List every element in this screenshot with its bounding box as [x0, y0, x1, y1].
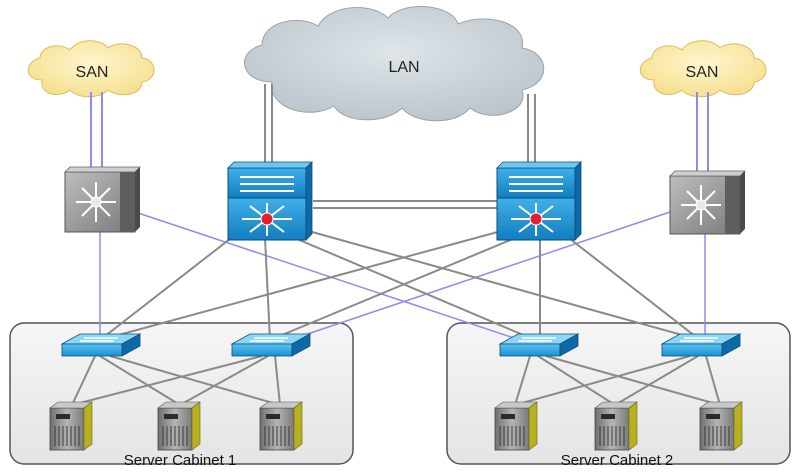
multilayer-switch-icon — [496, 161, 582, 241]
server — [494, 401, 538, 451]
san-cloud-left: SAN — [27, 40, 155, 98]
file-server-icon — [594, 401, 638, 451]
core-access-links — [99, 229, 701, 341]
access-switch-2 — [230, 333, 312, 357]
file-server-icon — [157, 401, 201, 451]
san-switch-left — [64, 166, 141, 233]
file-server-icon — [699, 401, 743, 451]
server — [699, 401, 743, 451]
server — [594, 401, 638, 451]
san-switch-right — [669, 170, 746, 235]
access-switch-4 — [660, 333, 742, 357]
cabinet-2-label: Server Cabinet 2 — [561, 452, 674, 469]
server — [157, 401, 201, 451]
file-server-icon — [49, 401, 93, 451]
san-left-label: SAN — [76, 64, 109, 81]
server — [259, 401, 303, 451]
mds-fabric-switch-icon — [64, 166, 141, 233]
san-access-links — [99, 211, 706, 346]
mds-fabric-switch-icon — [669, 170, 746, 235]
lan-label: LAN — [388, 59, 419, 76]
access-switch-3 — [498, 333, 580, 357]
core-switch-right — [496, 161, 582, 241]
file-server-icon — [259, 401, 303, 451]
workgroup-switch-icon — [60, 333, 142, 357]
workgroup-switch-icon — [498, 333, 580, 357]
cabinet-1-label: Server Cabinet 1 — [124, 452, 237, 469]
san-uplinks — [90, 92, 709, 176]
core-interlink — [313, 200, 498, 209]
access-server-links — [71, 355, 721, 406]
workgroup-switch-icon — [660, 333, 742, 357]
lan-uplinks — [264, 84, 536, 168]
san-right-label: SAN — [686, 64, 719, 81]
workgroup-switch-icon — [230, 333, 312, 357]
server — [49, 401, 93, 451]
file-server-icon — [494, 401, 538, 451]
lan-cloud: LAN — [244, 6, 545, 122]
san-link — [274, 211, 671, 346]
san-cloud-right: SAN — [639, 40, 767, 98]
multilayer-switch-icon — [227, 161, 313, 241]
core-switch-left — [227, 161, 313, 241]
access-switch-1 — [60, 333, 142, 357]
san-link — [134, 211, 536, 346]
